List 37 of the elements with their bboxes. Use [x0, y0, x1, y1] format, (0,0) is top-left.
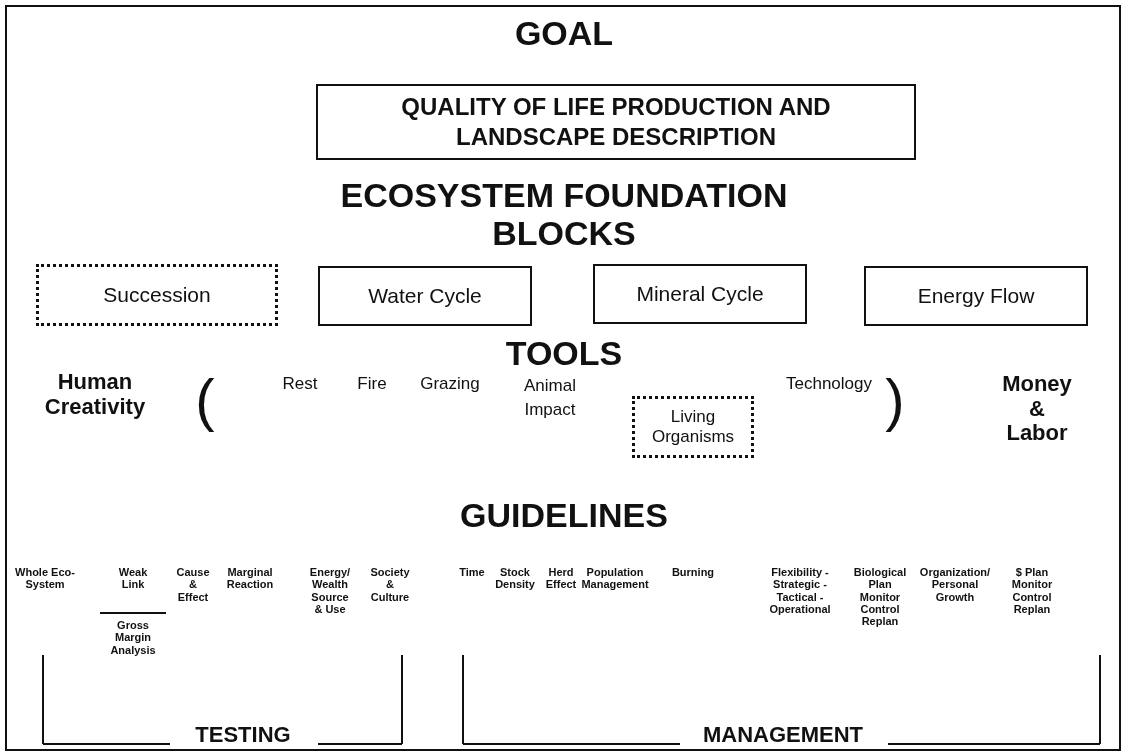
guideline-label: Energy/ Wealth Source & Use [309, 566, 351, 616]
guideline-label: Biological Plan Monitor Control Replan [853, 566, 907, 628]
guideline-label: Marginal Reaction [226, 566, 274, 591]
guideline-label: Time [459, 566, 485, 579]
tool-label: Animal Impact [524, 375, 576, 421]
guideline-label: Flexibility -Strategic -Tactical -Operational [769, 566, 831, 616]
guideline-label: Whole Eco-System [15, 566, 75, 591]
heading: TOOLS [505, 334, 623, 373]
guideline-label: Organization/ Personal Growth [919, 566, 991, 603]
tool-label: Grazing [420, 374, 480, 394]
tool-label: Money & Labor [1002, 372, 1072, 446]
block-box: Energy Flow [864, 266, 1088, 326]
guideline-label: Gross Margin Analysis [110, 619, 156, 656]
guideline-label: Society & Culture [370, 566, 410, 603]
tool-label: Human Creativity [44, 370, 146, 420]
guideline-label: Cause & Effect [176, 566, 210, 603]
parenthesis: ( [195, 368, 215, 433]
heading: ECOSYSTEM FOUNDATION BLOCKS [339, 176, 789, 253]
block-box: Succession [36, 264, 278, 326]
heading: GOAL [514, 14, 614, 53]
bracket-label: MANAGEMENT [702, 723, 864, 748]
block-box: Mineral Cycle [593, 264, 807, 324]
tool-label: Technology [786, 374, 872, 394]
tool-box: Living Organisms [632, 396, 754, 458]
guideline-label: $ Plan Monitor Control Replan [1011, 566, 1053, 616]
guideline-label: Burning [671, 566, 715, 579]
guideline-label: Stock Density [495, 566, 535, 591]
bracket-label: TESTING [195, 723, 291, 748]
guideline-label: Weak Link [118, 566, 148, 591]
tool-label: Fire [357, 374, 387, 394]
goal-box: QUALITY OF LIFE PRODUCTION AND LANDSCAPE DESCRIPTION [316, 84, 916, 160]
block-box: Water Cycle [318, 266, 532, 326]
guideline-label: Population Management [581, 566, 649, 591]
parenthesis: ) [885, 368, 905, 433]
heading: GUIDELINES [460, 496, 668, 535]
tool-label: Rest [282, 374, 318, 394]
guideline-label: Herd Effect [545, 566, 577, 591]
